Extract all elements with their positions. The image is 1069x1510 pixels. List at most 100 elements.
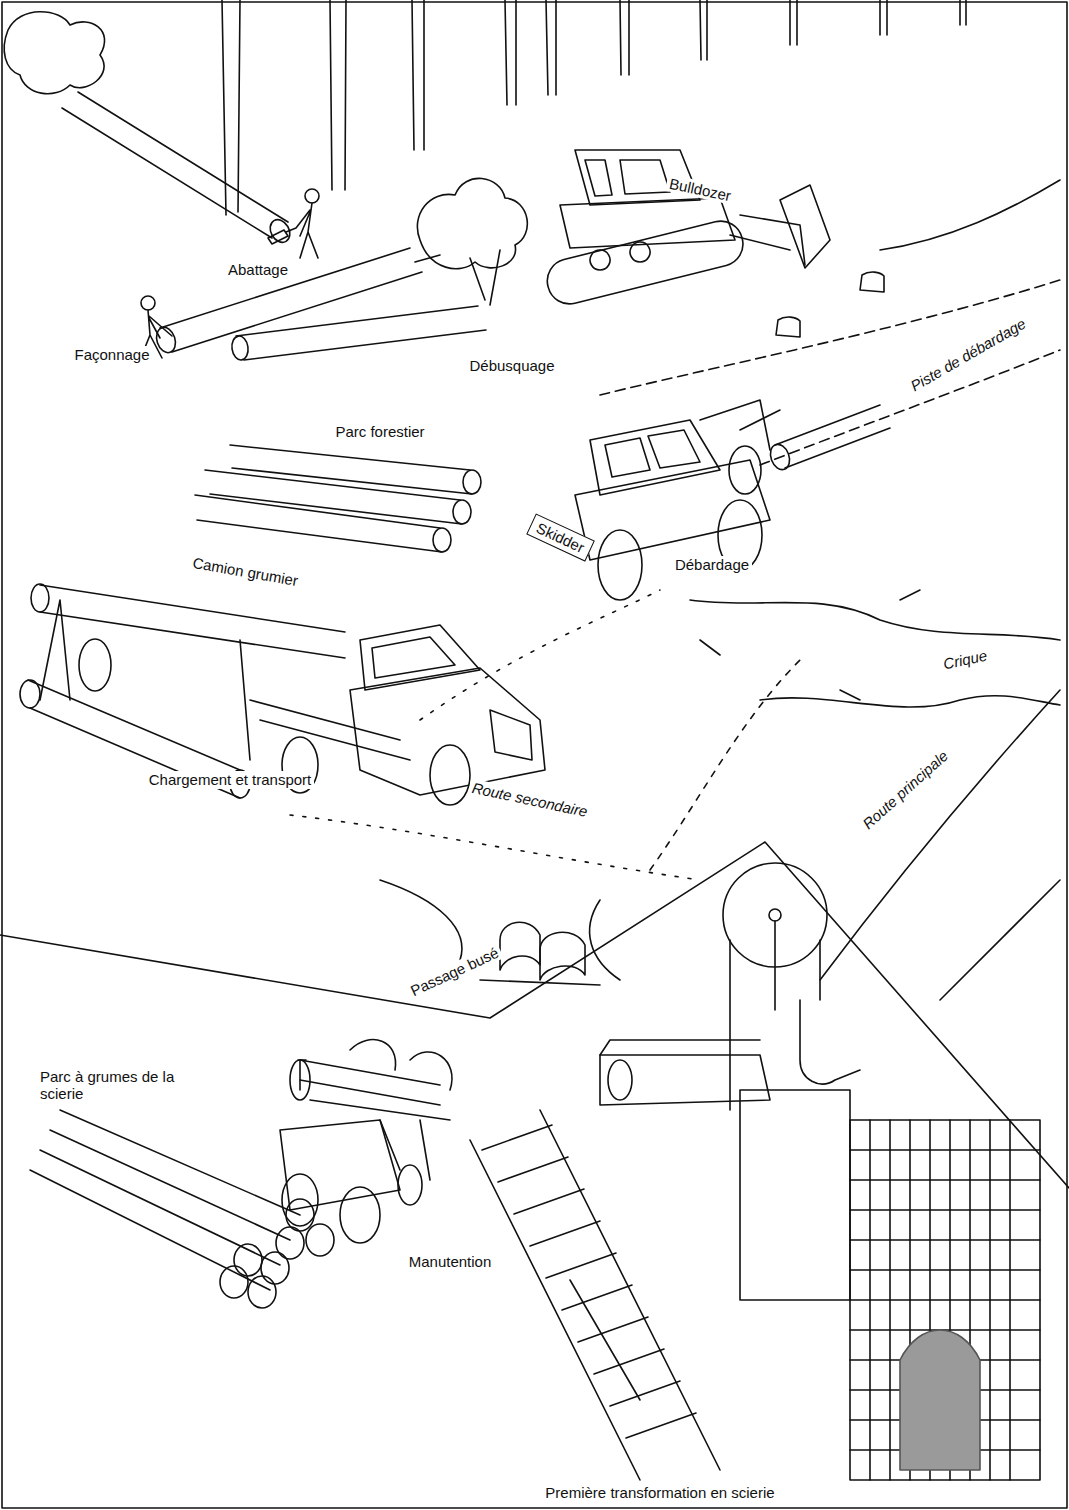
landing-logs — [453, 500, 471, 524]
part-label: Débusquage — [466, 357, 557, 374]
tree-stumps — [776, 272, 884, 337]
creek — [690, 600, 1060, 640]
culvert — [500, 922, 540, 970]
bulldozer — [590, 242, 650, 270]
roads — [940, 880, 1060, 1000]
band-saw — [600, 1040, 760, 1055]
part-label: Chargement et transport — [146, 771, 315, 788]
skidder — [767, 442, 793, 473]
roads — [290, 590, 1060, 1000]
skidder — [605, 430, 700, 477]
lumber-stack — [870, 1120, 1010, 1480]
roads — [820, 690, 1060, 980]
skidder — [700, 400, 780, 450]
log-truck — [31, 584, 49, 612]
worker-felling — [305, 189, 319, 203]
skidder — [598, 530, 642, 600]
log-truck — [250, 700, 410, 760]
skid-trail — [880, 180, 1060, 250]
sawmill-outline — [0, 842, 1069, 1188]
skidder — [575, 400, 890, 600]
part-label: Façonnage — [71, 346, 152, 363]
logs-skidding — [236, 306, 486, 360]
roller-conveyor — [470, 1110, 720, 1480]
roller-conveyor — [482, 1125, 696, 1438]
log-truck — [40, 585, 345, 658]
part-label: Camion grumier — [188, 554, 302, 591]
landing-logs — [433, 528, 451, 552]
loader — [298, 1060, 306, 1090]
worker-felling — [268, 230, 288, 244]
part-label: Abattage — [225, 261, 291, 278]
landing-logs — [205, 470, 462, 524]
log-pile — [261, 1252, 289, 1284]
loader — [350, 1040, 452, 1090]
culvert — [540, 932, 585, 980]
worker-bucking — [141, 296, 155, 310]
part-label: Piste de débardage — [905, 314, 1031, 397]
roads — [590, 900, 620, 980]
part-label: Crique — [939, 646, 992, 673]
roads — [380, 880, 462, 960]
skid-trail — [600, 180, 1060, 465]
log-truck — [372, 637, 455, 678]
tree-trunks — [880, 0, 887, 35]
band-saw — [600, 1055, 770, 1105]
lumber-stack — [850, 1120, 1040, 1480]
loader — [380, 1120, 430, 1180]
part-label: Route secondaire — [468, 779, 592, 822]
tree-stumps — [776, 317, 800, 337]
roller-conveyor — [470, 1110, 720, 1480]
part-label: Passage busé — [406, 943, 505, 1001]
loader — [340, 1187, 380, 1243]
creek — [760, 696, 1060, 707]
loader — [398, 1165, 422, 1205]
tree-trunks — [505, 0, 516, 105]
log-pile — [286, 1199, 314, 1231]
fallen-tree — [4, 12, 294, 246]
log-pile — [30, 1110, 300, 1290]
landing-logs — [230, 445, 472, 494]
tree-trunks — [620, 0, 629, 75]
band-saw — [600, 863, 860, 1300]
skidder — [575, 460, 770, 560]
log-truck — [40, 600, 250, 760]
roads — [290, 815, 700, 880]
sawmill-outline — [0, 842, 1069, 1188]
log-truck — [360, 625, 480, 690]
loader — [300, 1060, 450, 1120]
tree-trunks — [546, 0, 556, 95]
log-truck — [430, 745, 470, 805]
part-label: Première transformation en scierie — [542, 1484, 777, 1501]
log-pile — [234, 1244, 262, 1276]
part-label: Parc à grumes de la scierie — [37, 1068, 193, 1103]
log-pile — [306, 1224, 334, 1256]
bulldozer — [585, 160, 670, 196]
landing-logs — [195, 495, 442, 552]
logs-skidding — [230, 335, 249, 361]
roads — [650, 660, 800, 870]
skidder — [590, 420, 720, 495]
part-label: Route principale — [857, 745, 954, 834]
loader — [282, 1174, 318, 1226]
band-saw — [769, 909, 781, 921]
logs-skidding — [415, 250, 500, 305]
band-saw — [730, 921, 820, 1110]
part-label: Manutention — [406, 1253, 495, 1270]
log-truck — [20, 680, 40, 708]
tree-trunks — [960, 0, 966, 25]
tree-trunks — [412, 0, 424, 150]
part-label: Parc forestier — [332, 423, 427, 440]
log-pile — [248, 1276, 276, 1308]
worker-felling — [286, 203, 318, 258]
culvert — [480, 980, 600, 985]
log-truck — [79, 639, 111, 691]
fallen-tree — [62, 92, 288, 238]
loader — [290, 1060, 310, 1100]
roads — [420, 590, 660, 720]
logs-skidding — [153, 178, 527, 361]
bulldozer — [780, 185, 830, 268]
lumber-stack — [900, 1330, 980, 1470]
